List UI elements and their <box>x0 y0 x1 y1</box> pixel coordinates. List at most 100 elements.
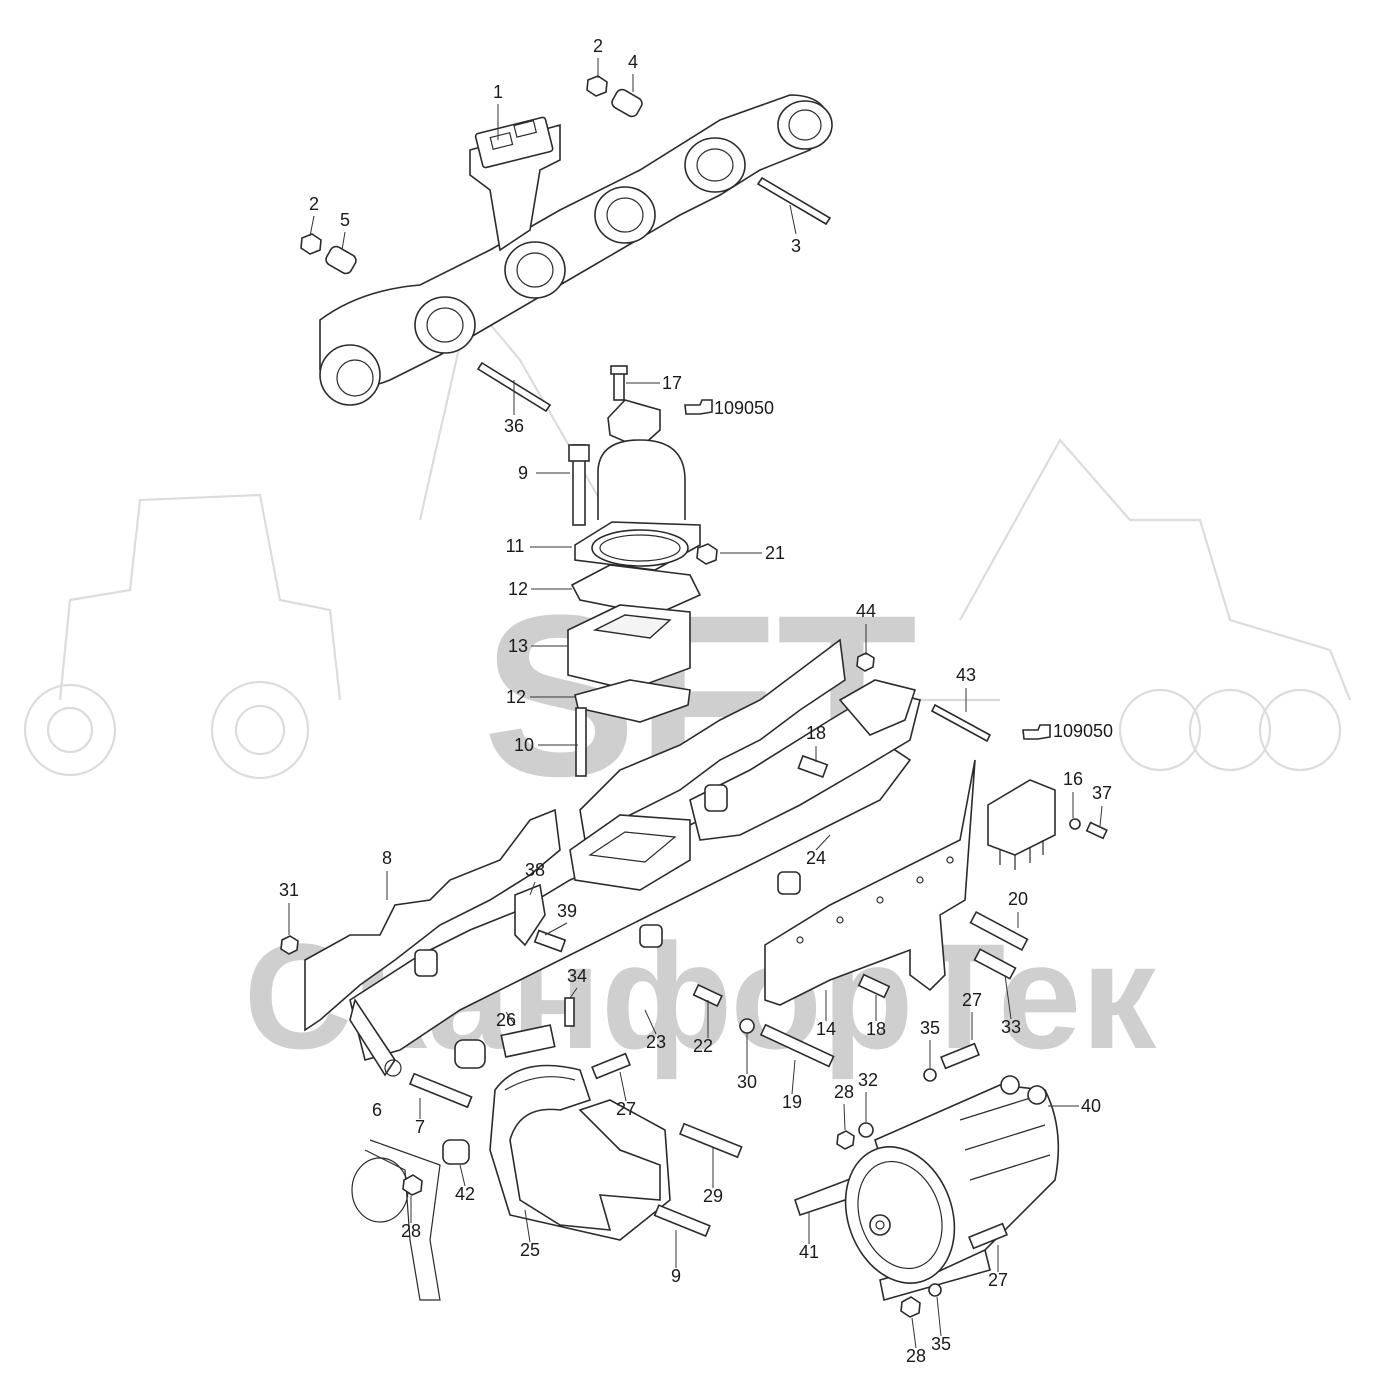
nut-2-top <box>586 75 608 97</box>
reference-relay[interactable]: 109050 <box>1022 721 1113 741</box>
spacer-5 <box>325 245 357 275</box>
washer-30 <box>739 1018 755 1034</box>
callout[interactable]: 41 <box>799 1242 819 1262</box>
screw-37 <box>1085 821 1108 840</box>
reference-top[interactable]: 109050 <box>684 398 774 418</box>
callout[interactable]: 9 <box>671 1266 681 1286</box>
compressor-pulley <box>844 1146 956 1284</box>
callout[interactable]: 21 <box>765 543 785 563</box>
callout[interactable]: 5 <box>340 210 350 230</box>
gasket-rear <box>579 638 846 842</box>
washer-16 <box>1069 818 1081 830</box>
callout[interactable]: 34 <box>567 966 587 986</box>
bolt-39 <box>533 929 567 953</box>
leader-line <box>789 204 797 235</box>
callout[interactable]: 18 <box>806 723 826 743</box>
bolt-29 <box>678 1122 743 1159</box>
leader-line <box>644 1009 657 1035</box>
callouts: 1 2 2 3 4 5 36 17 9 11 21 12 13 12 10 44… <box>279 36 1112 1366</box>
callout[interactable]: 3 <box>791 236 801 256</box>
callout[interactable]: 23 <box>646 1032 666 1052</box>
callout[interactable]: 24 <box>806 848 826 868</box>
callout[interactable]: 8 <box>382 848 392 868</box>
callout[interactable]: 2 <box>593 36 603 56</box>
leader-line <box>791 1059 796 1095</box>
bolt-27-bottom <box>968 1222 1008 1250</box>
link-6 <box>349 998 396 1077</box>
callout[interactable]: 32 <box>858 1070 878 1090</box>
callout[interactable]: 17 <box>662 373 682 393</box>
callout[interactable]: 18 <box>866 1019 886 1039</box>
reference-label-top: 109050 <box>714 398 774 418</box>
stud-3 <box>756 176 832 226</box>
callout[interactable]: 28 <box>906 1346 926 1366</box>
callout[interactable]: 19 <box>782 1092 802 1112</box>
bolt-20 <box>969 911 1029 951</box>
callout[interactable]: 44 <box>856 601 876 621</box>
callout[interactable]: 35 <box>920 1018 940 1038</box>
callout[interactable]: 10 <box>514 735 534 755</box>
callout[interactable]: 29 <box>703 1186 723 1206</box>
bolt-27-top <box>940 1042 980 1070</box>
leader-line <box>815 834 831 851</box>
spacer-4 <box>611 88 643 118</box>
callout[interactable]: 11 <box>506 536 525 556</box>
bracket-38 <box>514 883 546 947</box>
callout[interactable]: 28 <box>834 1082 854 1102</box>
ac-compressor-40 <box>793 1042 1060 1318</box>
callout[interactable]: 20 <box>1008 889 1028 909</box>
bolt-9-bottom <box>653 1204 711 1238</box>
nut-28-left <box>402 1174 423 1196</box>
callout[interactable]: 31 <box>279 880 299 900</box>
callout[interactable]: 27 <box>962 990 982 1010</box>
callout[interactable]: 39 <box>557 901 577 921</box>
nut-21 <box>696 543 718 565</box>
bolt-18-lower <box>857 973 891 999</box>
callout[interactable]: 42 <box>455 1184 475 1204</box>
callout[interactable]: 6 <box>372 1100 382 1120</box>
callout[interactable]: 38 <box>525 860 545 880</box>
exhaust-manifold <box>319 94 833 406</box>
callout[interactable]: 22 <box>693 1036 713 1056</box>
callout[interactable]: 1 <box>493 82 503 102</box>
leader-line <box>569 987 578 999</box>
callout[interactable]: 40 <box>1081 1096 1101 1116</box>
leader-line <box>936 1296 942 1337</box>
callout[interactable]: 27 <box>616 1099 636 1119</box>
gasket-12-top <box>570 564 702 616</box>
callout[interactable]: 27 <box>988 1270 1008 1290</box>
callout[interactable]: 28 <box>401 1221 421 1241</box>
callout[interactable]: 12 <box>508 579 528 599</box>
engine-plate <box>351 1139 441 1301</box>
excavator-watermark-icon <box>900 438 1352 772</box>
leader-lines <box>288 58 1103 1349</box>
callout[interactable]: 13 <box>508 636 528 656</box>
callout[interactable]: 35 <box>931 1334 951 1354</box>
callout[interactable]: 36 <box>504 416 524 436</box>
callout[interactable]: 9 <box>518 463 528 483</box>
callout[interactable]: 7 <box>415 1117 425 1137</box>
callout[interactable]: 14 <box>816 1019 836 1039</box>
callout[interactable]: 33 <box>1001 1017 1021 1037</box>
callout[interactable]: 25 <box>520 1240 540 1260</box>
callout[interactable]: 43 <box>956 665 976 685</box>
callout[interactable]: 30 <box>737 1072 757 1092</box>
leader-line <box>505 1011 516 1026</box>
nut-31 <box>280 935 299 955</box>
callout[interactable]: 26 <box>496 1010 516 1030</box>
bracket-plate-14 <box>764 759 1029 1006</box>
spacer-26 <box>500 1024 556 1058</box>
leader-line <box>309 215 315 237</box>
leader-line <box>911 1317 917 1349</box>
callout[interactable]: 4 <box>628 52 638 72</box>
callout[interactable]: 16 <box>1063 769 1083 789</box>
callout[interactable]: 12 <box>506 687 526 707</box>
callout[interactable]: 2 <box>309 194 319 214</box>
leader-line <box>459 1164 466 1187</box>
bolt-7 <box>408 1072 473 1109</box>
pointing-hand-icon <box>684 399 713 415</box>
tractor-watermark-icon <box>23 297 601 780</box>
callout[interactable]: 37 <box>1092 783 1112 803</box>
washer-32 <box>858 1122 874 1138</box>
pointing-hand-icon <box>1022 724 1051 740</box>
